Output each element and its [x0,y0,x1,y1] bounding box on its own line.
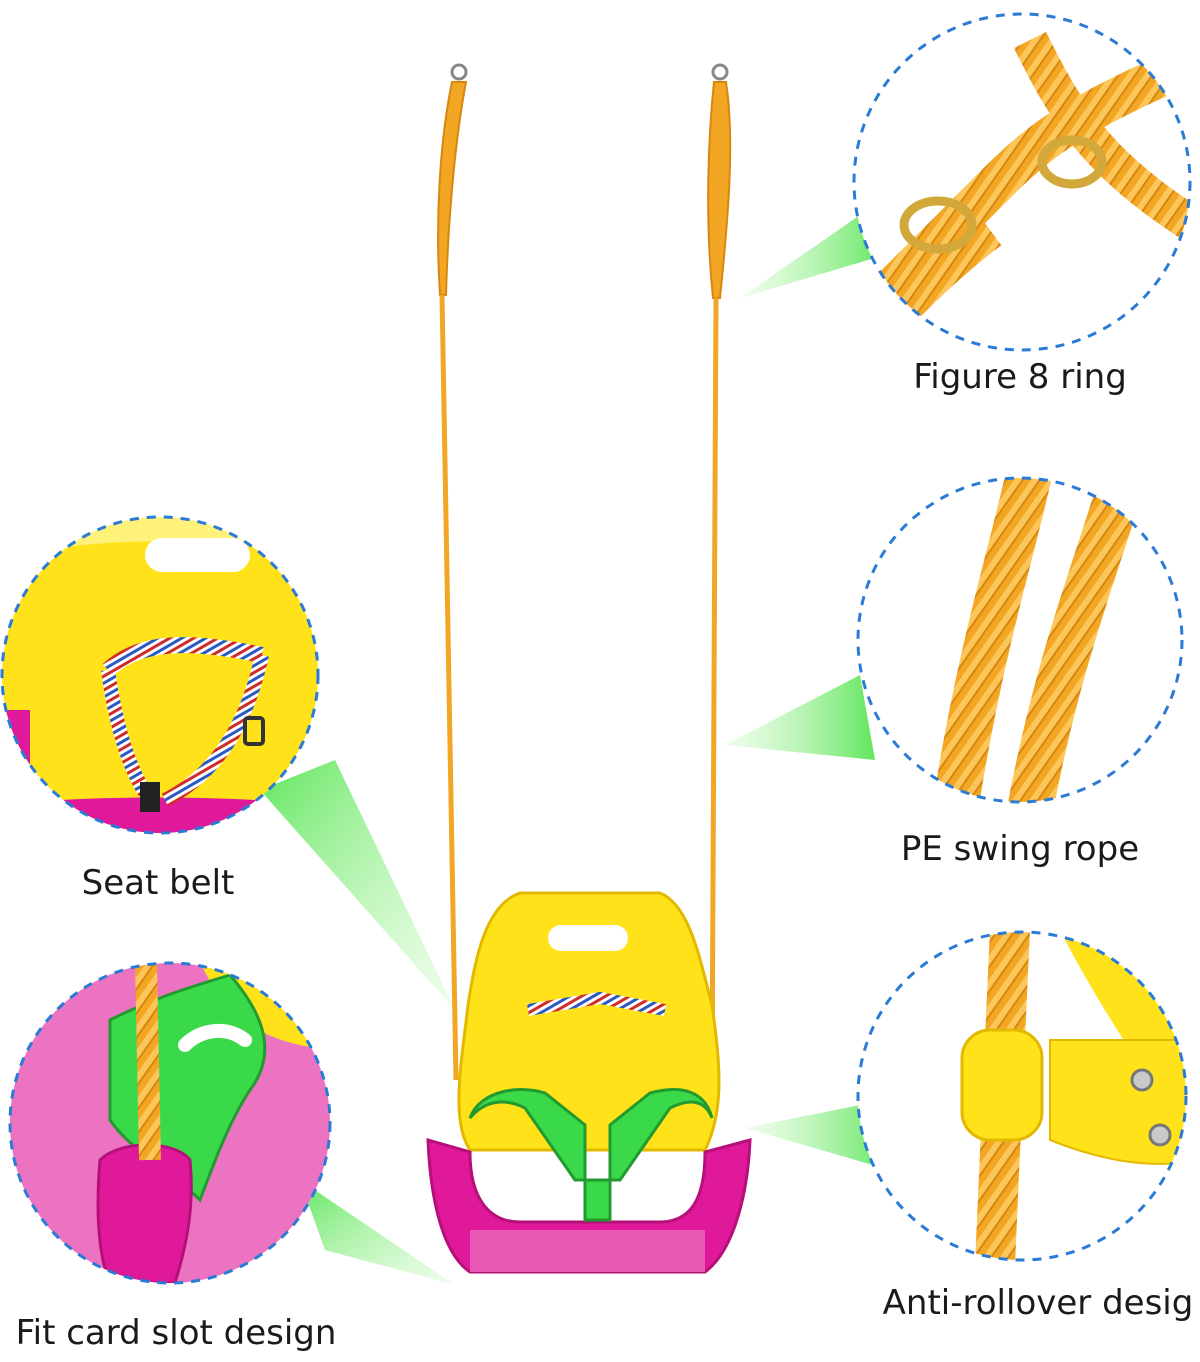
figure8-ring-callout [852,12,1192,352]
swing-ropes [437,63,732,1081]
anti-rollover-callout [856,930,1188,1262]
seat-belt-label: Seat belt [82,863,235,903]
figure8-ring-label: Figure 8 ring [913,357,1127,397]
swing-seat [426,891,752,1274]
seat-belt-callout [0,515,320,835]
pe-rope-label: PE swing rope [901,829,1139,869]
card-slot-callout [8,961,332,1285]
highlight-beams [260,215,890,1285]
anti-rollover-label: Anti-rollover desig [883,1283,1194,1323]
card-slot-label: Fit card slot design [16,1313,337,1353]
pe-rope-callout [856,476,1184,804]
